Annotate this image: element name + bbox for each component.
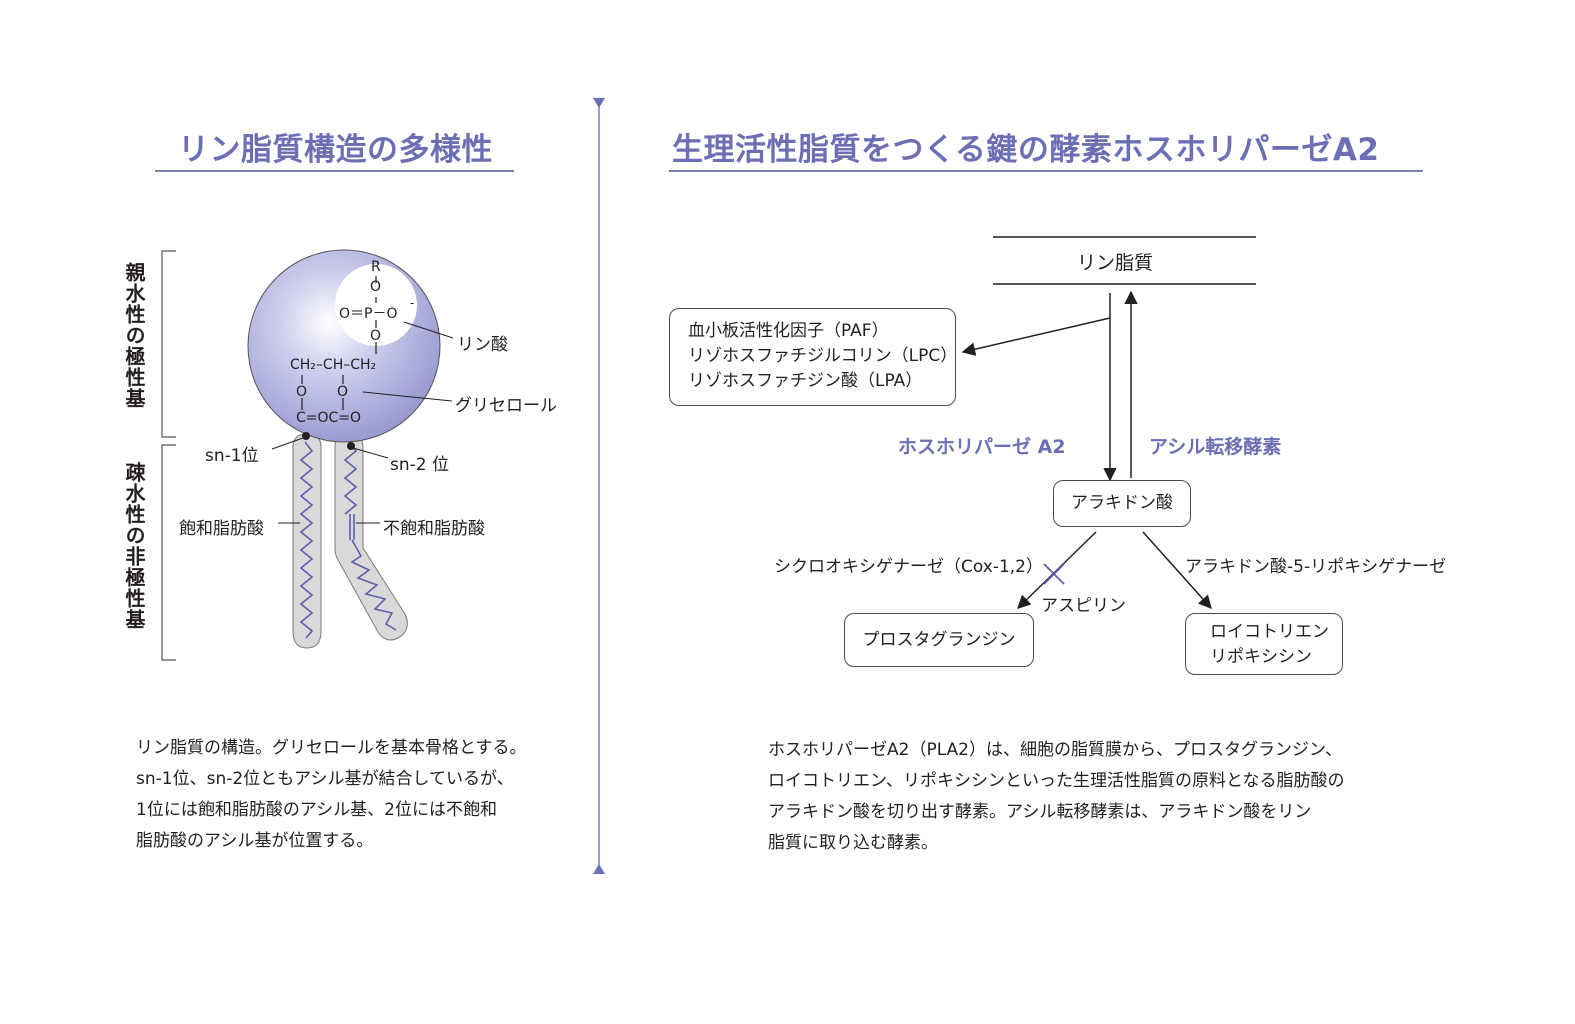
label-glycerol: グリセロール <box>455 396 557 416</box>
aspirin-label: アスピリン <box>1041 596 1126 616</box>
product-item: リゾホスファチジン酸（LPA） <box>688 371 923 391</box>
left-title-underline <box>155 170 514 172</box>
chem-r: R <box>371 259 381 275</box>
head-group-sphere <box>247 249 441 443</box>
left-caption: リン脂質の構造。グリセロールを基本骨格とする。 sn-1位、sn-2位ともアシル… <box>136 733 527 857</box>
cox-label: シクロオキシゲナーゼ（Cox-1,2） <box>774 557 1043 577</box>
right-caption-line: ホスホリパーゼA2（PLA2）は、細胞の脂質膜から、プロスタグランジン、 <box>768 740 1342 760</box>
aspirin-cross-icon <box>1043 563 1065 585</box>
membrane-lines <box>993 236 1256 285</box>
chem-o-top: O <box>370 279 382 295</box>
unsaturated-tail <box>334 433 408 641</box>
hydrophilic-label: 親水性の極性基 <box>122 262 146 409</box>
saturated-tail <box>292 433 322 649</box>
hydrophobic-bracket <box>161 444 176 661</box>
arachidonic-acid-box: アラキドン酸 <box>1053 480 1191 527</box>
leuko-item: ロイコトリエン <box>1210 622 1329 642</box>
prostaglandin-label: プロスタグランジン <box>862 630 1016 650</box>
chemical-bonds <box>301 276 377 410</box>
chem-o-mid: O <box>337 384 349 400</box>
product-item: 血小板活性化因子（PAF） <box>688 321 889 341</box>
sn2-dot <box>347 442 355 450</box>
lox-label: アラキドン酸-5-リポキシゲナーゼ <box>1185 557 1447 577</box>
leader-lines <box>271 321 454 524</box>
right-title-underline <box>669 170 1423 172</box>
left-caption-line: sn-1位、sn-2位ともアシル基が結合しているが、 <box>136 769 514 789</box>
center-divider <box>593 98 605 874</box>
left-title: リン脂質構造の多様性 <box>178 132 493 168</box>
hydrophobic-label: 疎水性の非極性基 <box>122 462 146 630</box>
arachidonic-acid-label: アラキドン酸 <box>1071 493 1173 513</box>
chem-phosphate-row: O＝P－O <box>339 306 398 322</box>
leukotriene-box: ロイコトリエン リポキシシン <box>1185 613 1343 675</box>
chem-o-minus: - <box>410 296 415 310</box>
chem-o-bottom: O <box>370 328 382 344</box>
phospholipid-label: リン脂質 <box>1077 252 1154 274</box>
label-unsaturated-fatty-acid: 不飽和脂肪酸 <box>383 519 485 539</box>
right-title: 生理活性脂質をつくる鍵の酵素ホスホリパーゼA2 <box>672 132 1380 168</box>
product-item: リゾホスファチジルコリン（LPC） <box>688 346 958 366</box>
chem-carbonyl-row: C=OC=O <box>296 410 362 426</box>
hydrophilic-bracket <box>161 250 176 438</box>
label-phosphoric-acid: リン酸 <box>457 335 508 355</box>
prostaglandin-box: プロスタグランジン <box>844 613 1034 667</box>
leuko-item: リポキシシン <box>1210 647 1312 667</box>
sn1-dot <box>302 432 310 440</box>
right-caption-line: 脂質に取り込む酵素。 <box>768 833 938 853</box>
chem-glycerol-row: CH₂–CH–CH₂ <box>290 357 377 373</box>
products-box: 血小板活性化因子（PAF） リゾホスファチジルコリン（LPC） リゾホスファチジ… <box>669 308 958 406</box>
left-caption-line: 1位には飽和脂肪酸のアシル基、2位には不飽和 <box>136 800 497 820</box>
pathway-arrows <box>961 290 1212 610</box>
label-sn1: sn-1位 <box>205 446 259 466</box>
right-caption: ホスホリパーゼA2（PLA2）は、細胞の脂質膜から、プロスタグランジン、 ロイコ… <box>768 735 1344 859</box>
left-caption-line: リン脂質の構造。グリセロールを基本骨格とする。 <box>136 738 527 758</box>
label-sn2: sn-2 位 <box>390 455 449 475</box>
chem-o-left: O <box>296 384 308 400</box>
right-caption-line: ロイコトリエン、リポキシシンといった生理活性脂質の原料となる脂肪酸の <box>768 771 1345 791</box>
enzyme-pla2-label: ホスホリパーゼ A2 <box>898 436 1066 458</box>
enzyme-acyl-transferase-label: アシル転移酵素 <box>1149 436 1282 458</box>
label-saturated-fatty-acid: 飽和脂肪酸 <box>179 519 264 539</box>
right-caption-line: アラキドン酸を切り出す酵素。アシル転移酵素は、アラキドン酸をリン <box>768 802 1312 822</box>
left-caption-line: 脂肪酸のアシル基が位置する。 <box>136 831 374 851</box>
